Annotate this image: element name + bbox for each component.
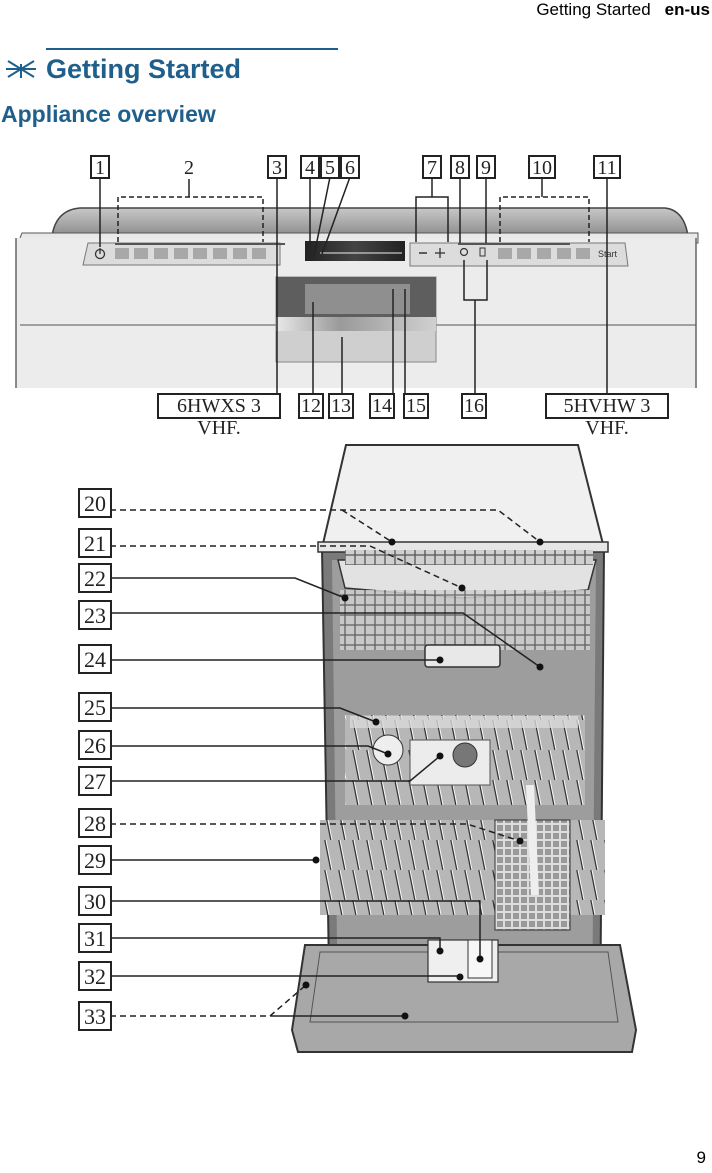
title-rule (46, 48, 338, 50)
callout-32: 32 (78, 961, 112, 991)
running-header-section: Getting Started (536, 0, 651, 19)
callout-9: 9 (476, 155, 496, 179)
callout-22: 22 (78, 563, 112, 593)
callout-16: 16 (461, 393, 487, 419)
callout-5: 5 (320, 155, 340, 179)
callout-29: 29 (78, 845, 112, 875)
callout-25: 25 (78, 692, 112, 722)
callout-see-right-panel: 5HVHW 3 VHF. (545, 393, 669, 439)
callout-10: 10 (528, 155, 556, 179)
callout-21: 21 (78, 528, 112, 558)
running-header-language: en-us (664, 0, 710, 19)
callout-23: 23 (78, 600, 112, 630)
callout-14: 14 (369, 393, 395, 419)
callout-33: 33 (78, 1001, 112, 1031)
callout-12: 12 (298, 393, 324, 419)
callout-1: 1 (90, 155, 110, 179)
page-title-row: Getting Started (4, 52, 241, 86)
svg-text:Start: Start (598, 249, 618, 259)
page-number: 9 (696, 1148, 706, 1167)
section-subtitle: Appliance overview (1, 101, 216, 127)
running-header: Getting Started en-us (536, 0, 712, 22)
callout-20: 20 (78, 488, 112, 518)
callout-13: 13 (328, 393, 354, 419)
callout-8: 8 (450, 155, 470, 179)
callout-see-left-panel: 6HWXS 3 VHF. (157, 393, 281, 439)
callout-26: 26 (78, 730, 112, 760)
callout-2: 2 (179, 155, 199, 179)
callout-28: 28 (78, 808, 112, 838)
dishwasher-open-illustration (290, 444, 638, 1053)
callout-31: 31 (78, 923, 112, 953)
asterisk-snowflake-icon (6, 60, 36, 78)
callout-7: 7 (422, 155, 442, 179)
control-panel-illustration: Start (15, 207, 699, 388)
page-title: Getting Started (46, 54, 242, 84)
callout-3: 3 (267, 155, 287, 179)
callout-6: 6 (340, 155, 360, 179)
callout-24: 24 (78, 644, 112, 674)
callout-15: 15 (403, 393, 429, 419)
callout-11: 11 (593, 155, 621, 179)
callout-4: 4 (300, 155, 320, 179)
callout-30: 30 (78, 886, 112, 916)
callout-27: 27 (78, 766, 112, 796)
